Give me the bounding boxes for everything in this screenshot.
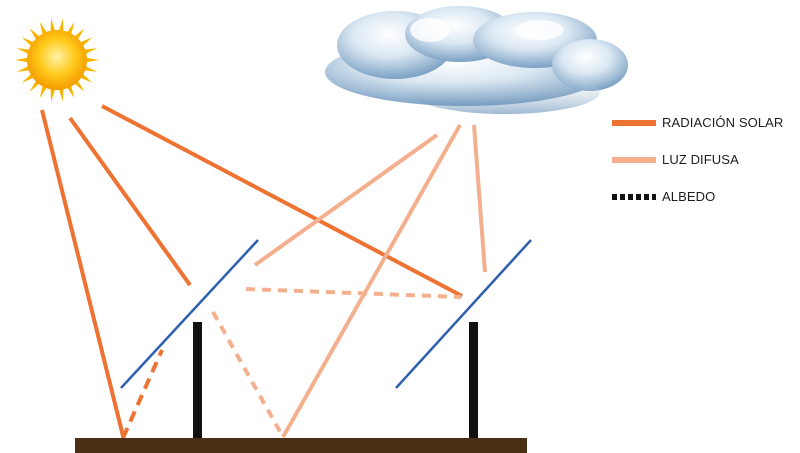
diffuse-light-rays <box>255 125 485 437</box>
panel-right-surface <box>396 240 531 388</box>
albedo-panel-left-to-ground <box>213 312 283 437</box>
legend-swatch-solar <box>612 120 656 126</box>
sun-icon <box>15 18 99 101</box>
solar-ray-to-panel-right <box>102 106 462 296</box>
legend-label-albedo: ALBEDO <box>662 186 715 208</box>
panel-left-post <box>193 322 202 440</box>
albedo-rays <box>123 289 461 438</box>
legend-item-solar: RADIACIÓN SOLAR <box>612 112 798 149</box>
solar-panel-left <box>121 240 258 440</box>
solar-ray-to-ground <box>42 110 124 440</box>
panel-right-post <box>469 322 478 440</box>
panel-left-surface <box>121 240 258 388</box>
legend-swatch-albedo <box>612 194 656 200</box>
legend: RADIACIÓN SOLAR LUZ DIFUSA ALBEDO <box>612 112 798 223</box>
solar-radiation-rays <box>42 106 462 440</box>
albedo-between-panels <box>246 289 461 297</box>
legend-item-albedo: ALBEDO <box>612 186 798 223</box>
legend-item-diffuse: LUZ DIFUSA <box>612 149 798 186</box>
legend-label-solar: RADIACIÓN SOLAR <box>662 112 783 134</box>
cloud-icon <box>325 6 628 114</box>
diffuse-ray-to-panel-right <box>474 125 485 272</box>
legend-label-diffuse: LUZ DIFUSA <box>662 149 739 171</box>
sun-ray <box>15 57 29 62</box>
legend-swatch-diffuse <box>612 157 656 163</box>
sun-ray <box>85 57 99 62</box>
ground <box>75 438 527 453</box>
